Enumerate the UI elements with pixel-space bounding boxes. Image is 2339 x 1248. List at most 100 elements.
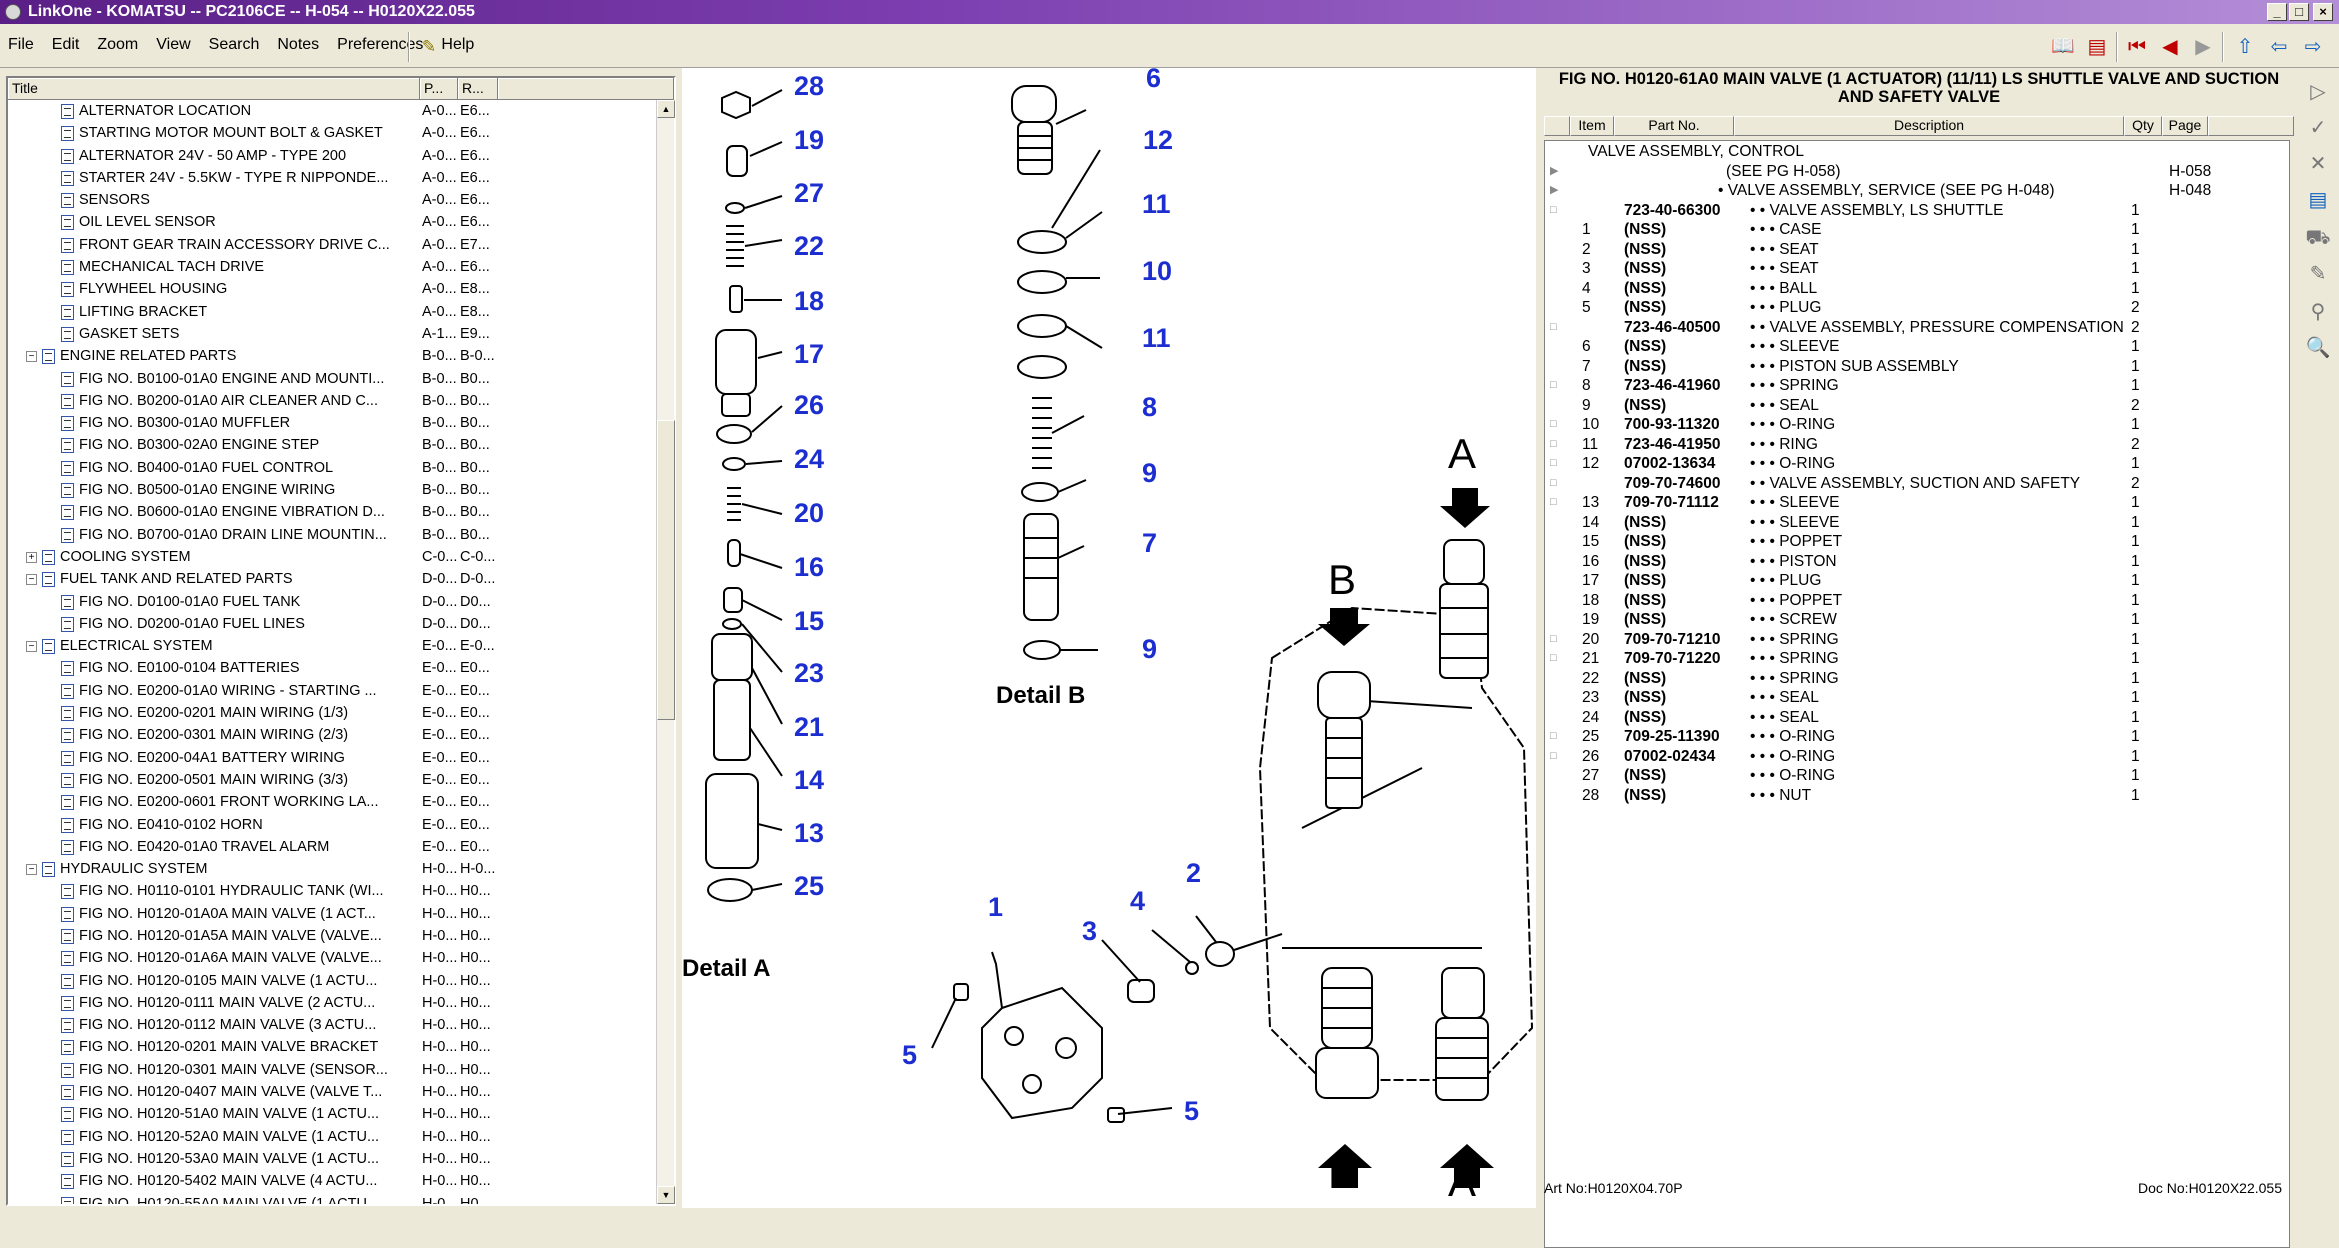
row-marker[interactable]: ▶ (1550, 164, 1559, 177)
parts-drawing[interactable]: 28 19 27 22 18 17 26 24 20 16 15 23 21 1… (682, 63, 1536, 1208)
tree-item[interactable]: STARTER 24V - 5.5KW - TYPE R NIPPONDE...… (8, 167, 648, 189)
menu-file[interactable]: File (8, 36, 34, 53)
column-description[interactable]: Description (1734, 116, 2124, 136)
callout-label[interactable]: 27 (794, 178, 824, 208)
pane-splitter[interactable] (1536, 68, 1544, 1208)
column-page[interactable]: Page (2162, 116, 2208, 136)
menu-zoom[interactable]: Zoom (97, 36, 139, 53)
tree-item[interactable]: FIG NO. H0120-5402 MAIN VALVE (4 ACTU...… (8, 1170, 648, 1192)
row-marker[interactable]: □ (1550, 203, 1557, 216)
back-arrow-icon[interactable]: ⇦ (2270, 36, 2288, 58)
callout-label[interactable]: 17 (794, 339, 824, 369)
callout-label[interactable]: 2 (1186, 858, 1201, 888)
row-marker[interactable]: □ (1550, 379, 1557, 391)
tree-item[interactable]: FIG NO. H0120-01A6A MAIN VALVE (VALVE...… (8, 947, 648, 969)
menu-search[interactable]: Search (208, 36, 260, 53)
collapse-icon[interactable]: − (26, 574, 37, 586)
scroll-up-icon[interactable]: ▲ (657, 100, 675, 118)
callout-label[interactable]: 15 (794, 606, 824, 636)
tree-item[interactable]: FIG NO. E0200-0201 MAIN WIRING (1/3)E-0.… (8, 702, 648, 724)
callout-label[interactable]: 4 (1130, 886, 1145, 916)
row-marker[interactable]: □ (1550, 652, 1557, 664)
collapse-icon[interactable]: − (26, 351, 37, 363)
tree-item[interactable]: FIG NO. E0200-0601 FRONT WORKING LA...E-… (8, 791, 648, 813)
tree-item[interactable]: FIG NO. H0120-52A0 MAIN VALVE (1 ACTU...… (8, 1126, 648, 1148)
previous-icon[interactable]: ◀ (2162, 36, 2178, 58)
tree-item[interactable]: FIG NO. E0200-0501 MAIN WIRING (3/3)E-0.… (8, 769, 648, 791)
list-icon[interactable]: ▤ (2308, 189, 2328, 211)
tree-item[interactable]: FIG NO. H0120-0105 MAIN VALVE (1 ACTU...… (8, 970, 648, 992)
row-marker[interactable]: □ (1550, 476, 1557, 489)
tree-scrollbar[interactable]: ▲ ▼ (656, 100, 675, 1204)
search-icon[interactable]: 🔍 (2305, 337, 2331, 359)
parts-row[interactable]: □709-70-74600• • VALVE ASSEMBLY, SUCTION… (1544, 474, 2290, 494)
menu-preferences[interactable]: Preferences (337, 36, 424, 53)
callout-label[interactable]: 8 (1142, 392, 1157, 422)
parts-row[interactable]: VALVE ASSEMBLY, CONTROL (1544, 142, 2290, 162)
play-icon[interactable]: ▷ (2310, 81, 2326, 103)
row-marker[interactable]: □ (1550, 418, 1557, 430)
scroll-down-icon[interactable]: ▼ (657, 1186, 675, 1204)
parts-row[interactable]: □723-40-66300• • VALVE ASSEMBLY, LS SHUT… (1544, 201, 2290, 221)
cart-icon[interactable]: ⛟ (2305, 227, 2331, 249)
tree-item[interactable]: FIG NO. E0200-01A0 WIRING - STARTING ...… (8, 680, 648, 702)
parts-row[interactable]: ▶• VALVE ASSEMBLY, SERVICE (SEE PG H-048… (1544, 181, 2290, 201)
close-button[interactable]: × (2313, 3, 2333, 21)
column-ref[interactable]: R... (458, 78, 498, 100)
row-marker[interactable]: □ (1550, 730, 1557, 742)
maximize-button[interactable]: □ (2289, 3, 2309, 21)
callout-label[interactable]: 20 (794, 498, 824, 528)
callout-label[interactable]: 11 (1142, 189, 1171, 219)
callout-label[interactable]: 5 (1184, 1096, 1199, 1126)
row-marker[interactable]: □ (1550, 496, 1557, 508)
tree-item[interactable]: FIG NO. H0120-51A0 MAIN VALVE (1 ACTU...… (8, 1103, 648, 1125)
callout-label[interactable]: 13 (794, 818, 824, 848)
callout-label[interactable]: 3 (1082, 916, 1097, 946)
callout-label[interactable]: 6 (1146, 63, 1161, 93)
tree-item[interactable]: FIG NO. B0200-01A0 AIR CLEANER AND C...B… (8, 390, 648, 412)
callout-label[interactable]: 1 (988, 892, 1003, 922)
expand-icon[interactable]: + (26, 551, 37, 563)
callout-label[interactable]: 9 (1142, 458, 1157, 488)
column-page[interactable]: P... (420, 78, 458, 100)
callout-label[interactable]: 22 (794, 231, 824, 261)
scroll-thumb[interactable] (657, 420, 675, 720)
edit-icon[interactable]: ✎ (2309, 263, 2327, 285)
callout-label[interactable]: 11 (1142, 323, 1171, 353)
tree-item[interactable]: FIG NO. H0110-0101 HYDRAULIC TANK (WI...… (8, 880, 648, 902)
callout-label[interactable]: 16 (794, 552, 824, 582)
collapse-icon[interactable]: − (26, 641, 37, 653)
